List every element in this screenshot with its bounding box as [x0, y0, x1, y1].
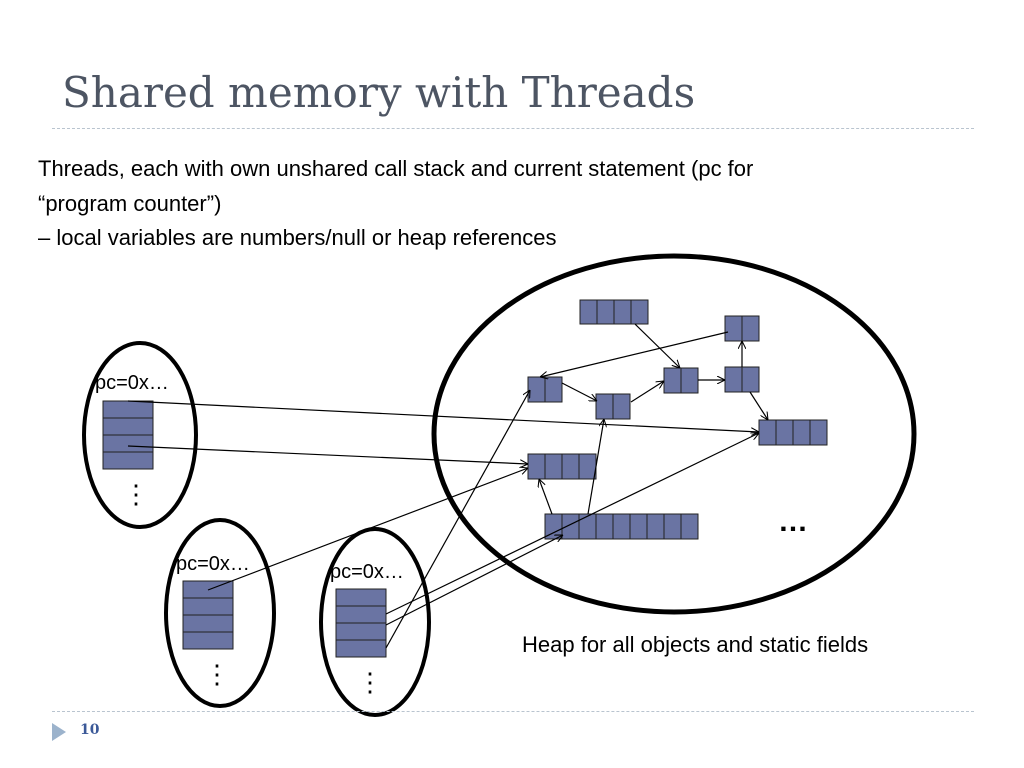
- stack-to-heap-arrows: [127, 390, 759, 649]
- thread-2-stack-frames: [182, 580, 234, 650]
- body-text-line-3: – local variables are numbers/null or he…: [38, 225, 557, 250]
- heap-object-right-4-fields: [758, 419, 828, 446]
- slide-title: Shared memory with Threads: [62, 68, 696, 117]
- thread-2-stack-ellipsis: ⋮: [204, 659, 230, 689]
- thread-3-pc-label: pc=0x…: [330, 561, 404, 583]
- thread-2-pc-label: pc=0x…: [176, 553, 250, 575]
- heap-object-right-pair: [724, 366, 760, 393]
- thread-3-outline: [319, 527, 431, 717]
- thread-1-stack-ellipsis: ⋮: [123, 479, 149, 509]
- footer-triangle-icon: [52, 723, 66, 741]
- thread-3-stack-ellipsis: ⋮: [357, 667, 383, 697]
- thread-1-pc-label: pc=0x…: [95, 372, 169, 394]
- thread-2-outline: [164, 518, 276, 708]
- thread-1-stack-frames: [102, 400, 154, 470]
- heap-object-top-right-pair: [724, 315, 760, 342]
- thread-3-stack-frames: [335, 588, 387, 658]
- heap-object-left-pair: [527, 376, 563, 403]
- heap-object-middle-pair: [663, 367, 699, 394]
- heap-caption: Heap for all objects and static fields: [522, 632, 869, 657]
- heap-more-objects-ellipsis: …: [778, 505, 808, 538]
- heap-object-center-pair: [595, 393, 631, 420]
- heap-object-4-fields: [579, 299, 649, 325]
- heap-region: [431, 253, 917, 615]
- footer-divider: [52, 711, 974, 712]
- thread-1-outline: [82, 341, 198, 529]
- heap-object-lower-4-fields: [527, 453, 597, 480]
- heap-object-array: [544, 513, 699, 540]
- body-text-line-2: “program counter”): [38, 191, 222, 216]
- heap-reference-arrows: [539, 323, 768, 515]
- page-number: 10: [80, 722, 100, 738]
- body-text-line-1: Threads, each with own unshared call sta…: [38, 156, 754, 181]
- title-divider: [52, 128, 974, 129]
